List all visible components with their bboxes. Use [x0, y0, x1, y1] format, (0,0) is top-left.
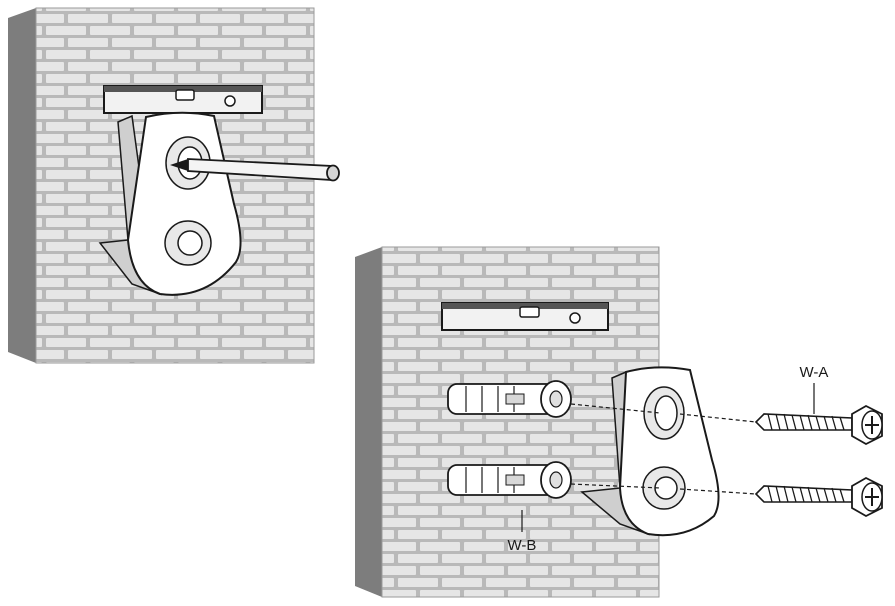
wall-panel-fixing: W-A W-B: [355, 246, 883, 598]
bracket-icon: [580, 366, 720, 537]
screw-icon: [754, 476, 883, 518]
alignment-lines: [570, 403, 757, 495]
anchor-label: W-B: [508, 537, 537, 554]
screw-icon: [754, 404, 883, 446]
wall-side: [355, 247, 382, 597]
wall-side: [8, 8, 36, 363]
spirit-level-icon: [103, 85, 263, 114]
wall-anchor-icon: [447, 461, 572, 499]
pencil-icon: [170, 158, 340, 182]
wall-panel-marking: [8, 7, 340, 364]
bracket-icon: [98, 111, 242, 296]
wall-anchor-icon: [447, 380, 572, 418]
screw-label: W-A: [800, 364, 829, 381]
spirit-level-icon: [441, 302, 609, 331]
